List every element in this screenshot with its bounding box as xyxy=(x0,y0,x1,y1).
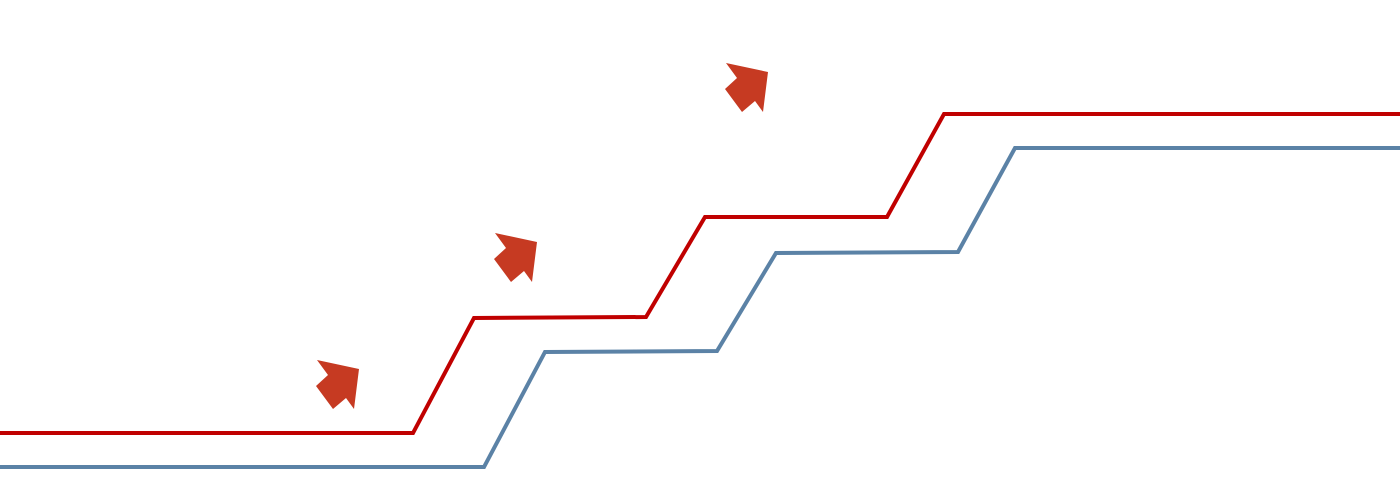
arrow-up-right-icon xyxy=(494,233,537,282)
arrow-up-right-icon xyxy=(316,360,359,409)
upper-stair-line xyxy=(0,112,1400,435)
arrow-up-right-icon xyxy=(725,63,768,112)
lower-stair-line xyxy=(0,146,1400,469)
